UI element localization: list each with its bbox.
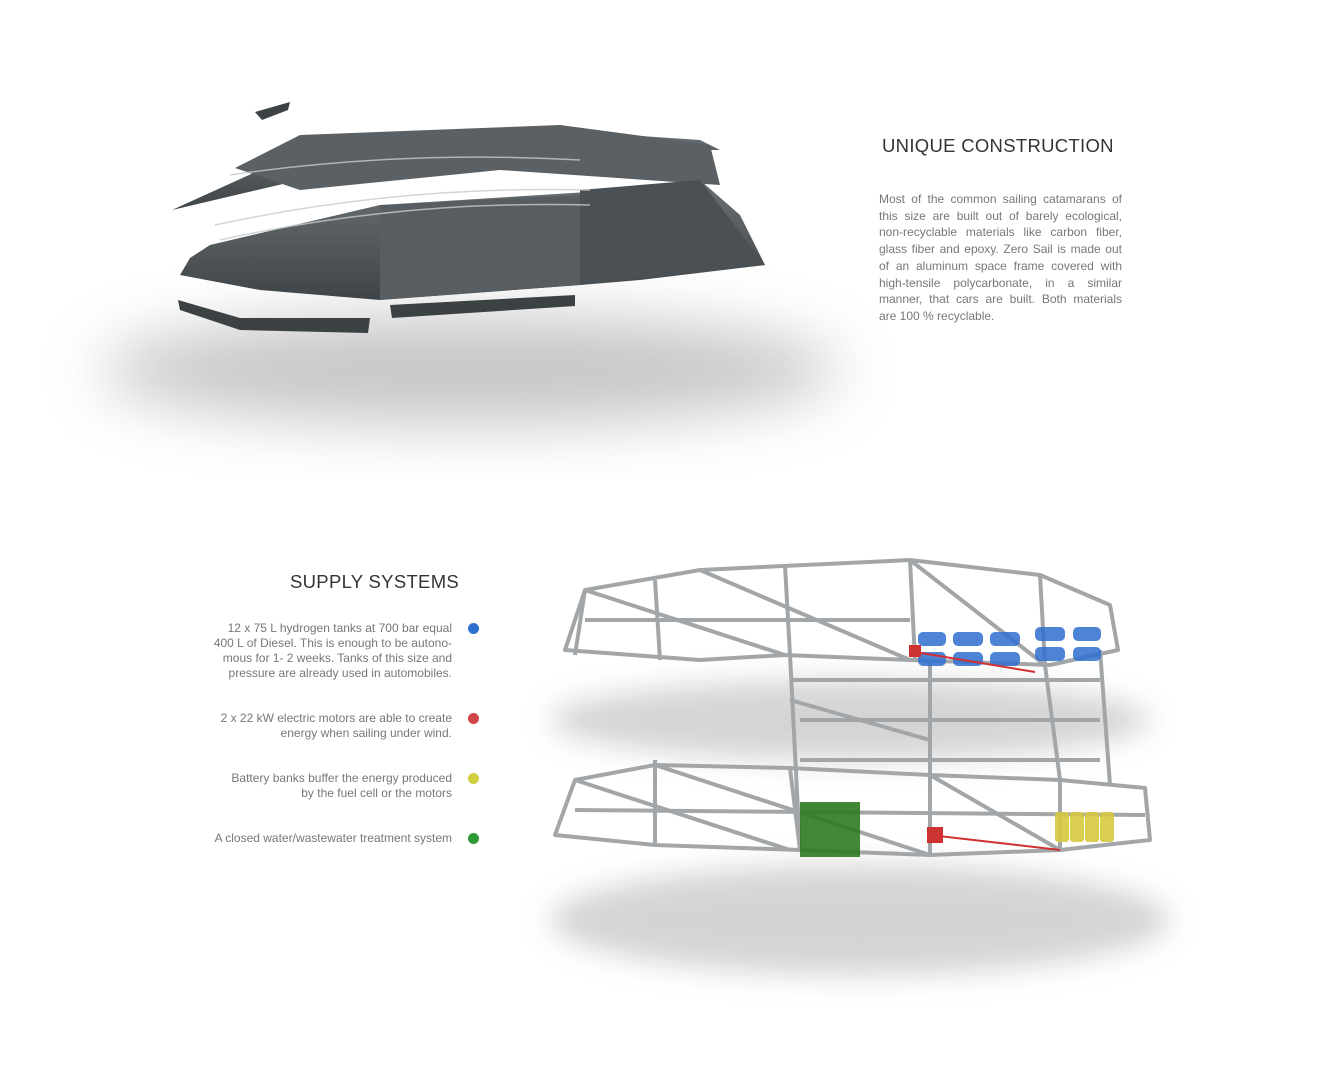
hydrogen-tanks bbox=[918, 627, 1101, 666]
body-line: Most of the common sailing catamarans of bbox=[879, 192, 1122, 206]
body-line: high-tensile polycarbonate, in a similar bbox=[879, 275, 1122, 290]
body-line: glass fiber and epoxy. Zero Sail is made… bbox=[879, 242, 1122, 257]
space-frame-render bbox=[550, 558, 1170, 975]
supply-item-water: A closed water/wastewater treatment syst… bbox=[150, 831, 479, 846]
body-line: of an aluminum space frame covered with bbox=[879, 258, 1122, 273]
item-line: 12 x 75 L hydrogen tanks at 700 bar equa… bbox=[227, 621, 452, 635]
supply-item-hydrogen: 12 x 75 L hydrogen tanks at 700 bar equa… bbox=[150, 621, 479, 681]
item-line: by the fuel cell or the motors bbox=[301, 786, 452, 800]
supply-systems-title: SUPPLY SYSTEMS bbox=[290, 571, 460, 592]
water-tanks bbox=[800, 802, 860, 857]
body-line: this size are built out of barely ecolog… bbox=[879, 208, 1122, 223]
supply-item-motors: 2 x 22 kW electric motors are able to cr… bbox=[150, 711, 479, 741]
body-line: manner, that cars are built. Both materi… bbox=[879, 292, 1122, 307]
body-line: are 100 % recyclable. bbox=[879, 308, 995, 323]
unique-construction-title: UNIQUE CONSTRUCTION bbox=[882, 135, 1114, 156]
blue-dot-icon bbox=[468, 623, 479, 634]
exploded-hull-render bbox=[100, 102, 840, 425]
green-dot-icon bbox=[468, 833, 479, 844]
body-line: non-recyclable materials like carbon fib… bbox=[879, 225, 1122, 240]
item-line: mous for 1- 2 weeks. Tanks of this size … bbox=[222, 651, 452, 665]
yellow-dot-icon bbox=[468, 773, 479, 784]
item-line: A closed water/wastewater treatment syst… bbox=[214, 831, 452, 845]
battery-banks bbox=[1055, 812, 1114, 842]
item-line: 2 x 22 kW electric motors are able to cr… bbox=[220, 711, 452, 725]
unique-construction-body: Most of the common sailing catamarans of… bbox=[879, 191, 1122, 325]
supply-item-batteries: Battery banks buffer the energy produced… bbox=[150, 771, 479, 801]
electric-motors bbox=[909, 645, 1061, 851]
item-line: pressure are already used in automobiles… bbox=[228, 666, 452, 680]
item-line: 400 L of Diesel. This is enough to be au… bbox=[213, 636, 452, 650]
red-dot-icon bbox=[468, 713, 479, 724]
item-line: Battery banks buffer the energy produced bbox=[231, 771, 452, 785]
item-line: energy when sailing under wind. bbox=[280, 726, 452, 740]
